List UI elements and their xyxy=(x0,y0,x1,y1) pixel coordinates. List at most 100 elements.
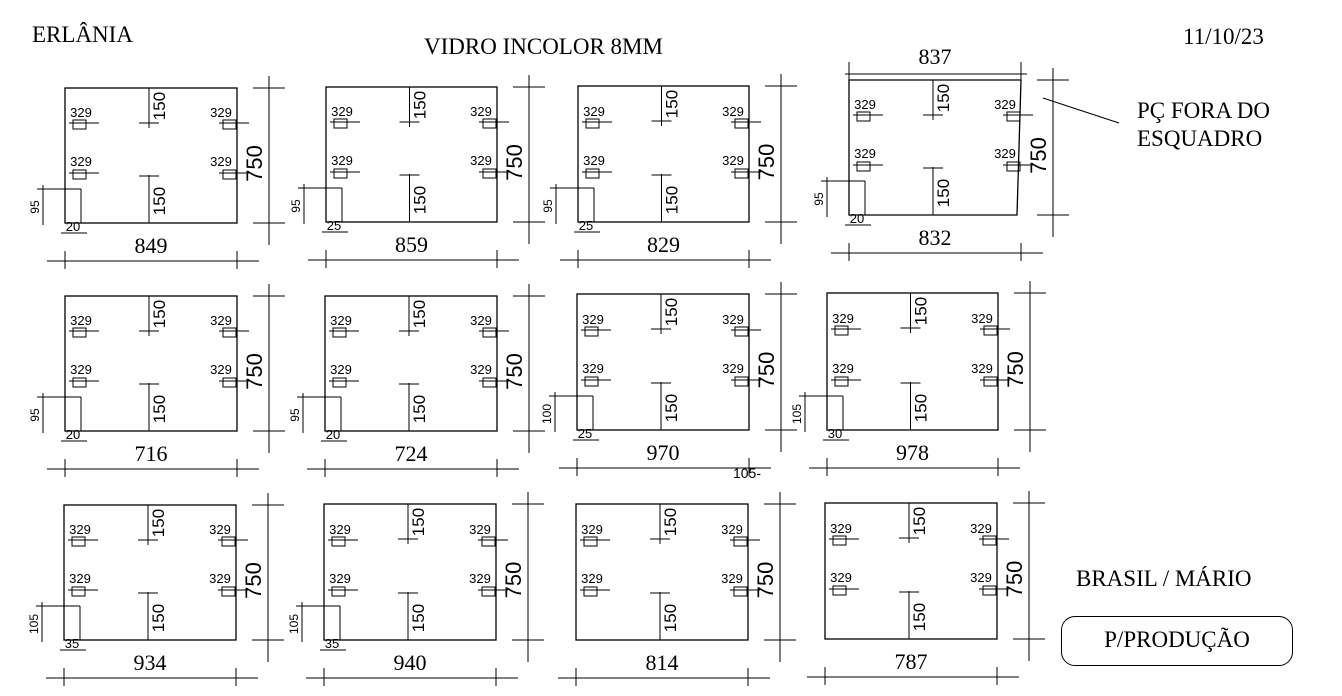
hole-marker xyxy=(733,536,748,547)
hole-marker xyxy=(71,536,86,547)
hole-x-dimension: 329 xyxy=(331,153,353,168)
notch-width-dimension: 30 xyxy=(828,426,842,441)
height-dimension: 750 xyxy=(754,352,779,389)
hole-marker xyxy=(482,168,497,179)
hole-x-dimension: 329 xyxy=(854,97,876,112)
center-dimension: 150 xyxy=(409,508,428,536)
hole-x-dimension: 329 xyxy=(469,571,491,586)
center-dimension: 150 xyxy=(910,603,929,631)
center-dimension: 150 xyxy=(661,604,680,632)
hole-marker xyxy=(482,327,497,338)
hole-x-dimension: 329 xyxy=(830,521,852,536)
height-dimension: 750 xyxy=(753,562,778,599)
notch-height-dimension: 100 xyxy=(540,404,554,424)
hole-marker xyxy=(584,376,599,387)
center-dimension: 150 xyxy=(934,179,953,207)
hole-x-dimension: 329 xyxy=(583,104,605,119)
hole-marker xyxy=(481,536,496,547)
hole-marker xyxy=(982,585,997,596)
glass-outline xyxy=(824,502,998,640)
hole-x-dimension: 329 xyxy=(70,154,92,169)
hole-x-dimension: 329 xyxy=(832,361,854,376)
hole-x-dimension: 329 xyxy=(209,522,231,537)
hole-marker xyxy=(982,535,997,546)
hole-x-dimension: 329 xyxy=(209,571,231,586)
hole-marker xyxy=(583,586,598,597)
hole-x-dimension: 329 xyxy=(722,104,744,119)
hole-x-dimension: 329 xyxy=(582,361,604,376)
hole-marker xyxy=(221,536,236,547)
height-dimension: 750 xyxy=(502,144,527,181)
hole-x-dimension: 329 xyxy=(329,522,351,537)
hole-x-dimension: 329 xyxy=(722,361,744,376)
hole-marker xyxy=(72,377,87,388)
hole-x-dimension: 329 xyxy=(329,571,351,586)
hole-x-dimension: 329 xyxy=(582,312,604,327)
hole-x-dimension: 329 xyxy=(210,105,232,120)
extra-dimension-note: 105- xyxy=(733,465,761,481)
center-dimension: 150 xyxy=(411,186,430,214)
hole-x-dimension: 329 xyxy=(994,146,1016,161)
hole-marker xyxy=(834,376,849,387)
hole-x-dimension: 329 xyxy=(722,153,744,168)
center-dimension: 150 xyxy=(150,92,169,120)
width-dimension: 970 xyxy=(647,440,680,465)
hole-x-dimension: 329 xyxy=(210,154,232,169)
hole-x-dimension: 329 xyxy=(330,313,352,328)
center-dimension: 150 xyxy=(149,604,168,632)
hole-marker xyxy=(983,325,998,336)
hole-x-dimension: 329 xyxy=(470,104,492,119)
hole-x-dimension: 329 xyxy=(331,104,353,119)
width-dimension: 716 xyxy=(135,441,168,466)
hole-x-dimension: 329 xyxy=(470,313,492,328)
hole-marker xyxy=(222,119,237,130)
out-of-square-note: PÇ FORA DO ESQUADRO xyxy=(1137,97,1270,153)
hole-x-dimension: 329 xyxy=(722,312,744,327)
hole-x-dimension: 329 xyxy=(970,570,992,585)
hole-x-dimension: 329 xyxy=(994,97,1016,112)
hole-x-dimension: 329 xyxy=(721,522,743,537)
hole-x-dimension: 329 xyxy=(210,362,232,377)
hole-marker xyxy=(832,585,847,596)
hole-marker xyxy=(222,327,237,338)
center-dimension: 150 xyxy=(934,84,953,112)
center-dimension: 150 xyxy=(912,297,931,325)
height-dimension: 750 xyxy=(1003,351,1028,388)
center-dimension: 150 xyxy=(662,394,681,422)
height-dimension: 750 xyxy=(1026,137,1051,174)
hole-x-dimension: 329 xyxy=(970,521,992,536)
center-dimension: 150 xyxy=(150,187,169,215)
hole-marker xyxy=(585,118,600,129)
hole-marker xyxy=(72,119,87,130)
hole-marker xyxy=(333,168,348,179)
hole-x-dimension: 329 xyxy=(69,522,91,537)
hole-marker xyxy=(71,586,86,597)
hole-x-dimension: 329 xyxy=(470,362,492,377)
glass-outline xyxy=(324,295,498,432)
hole-marker xyxy=(733,586,748,597)
hole-marker xyxy=(584,326,599,337)
center-dimension: 150 xyxy=(663,90,682,118)
hole-marker xyxy=(832,535,847,546)
production-status-badge: P/PRODUÇÃO xyxy=(1061,616,1293,666)
notch-width-dimension: 25 xyxy=(578,426,592,441)
note-leader xyxy=(1042,97,1120,124)
hole-marker xyxy=(1006,111,1021,122)
height-dimension: 750 xyxy=(242,353,267,390)
glass-outline xyxy=(63,504,237,641)
glass-outline xyxy=(577,85,750,223)
center-dimension: 150 xyxy=(410,300,429,328)
notch-width-dimension: 35 xyxy=(65,636,79,651)
hole-marker xyxy=(331,536,346,547)
hole-marker xyxy=(734,376,749,387)
hole-marker xyxy=(482,118,497,129)
hole-x-dimension: 329 xyxy=(210,313,232,328)
height-dimension: 750 xyxy=(501,562,526,599)
hole-marker xyxy=(983,376,998,387)
